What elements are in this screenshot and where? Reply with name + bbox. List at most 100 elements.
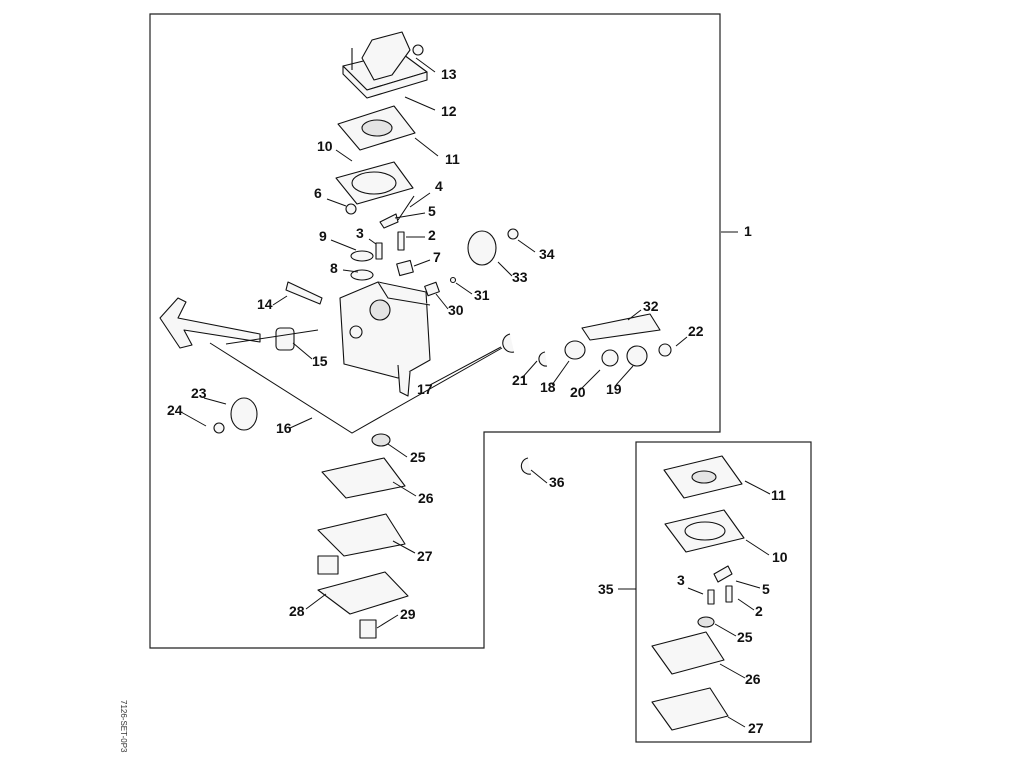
callout-6: 6: [314, 185, 322, 201]
part-ball-31: [449, 276, 457, 284]
part-screen-25: [371, 433, 391, 447]
part-needle-4: [397, 195, 415, 221]
bracket-16: [209, 342, 503, 434]
leader-line-22: [675, 336, 688, 347]
part-cover-28-tab: [317, 555, 339, 575]
part-shaft-32: [581, 313, 661, 341]
leader-line-15: [292, 342, 313, 360]
callout-k3: 3: [677, 572, 685, 588]
image-code: 7126-SET-0P3: [119, 700, 128, 753]
part-pin-2: [397, 231, 405, 251]
part-kit-gasket-27: [651, 687, 729, 731]
callout-2: 2: [428, 227, 436, 243]
callout-15: 15: [312, 353, 328, 369]
leader-line-16: [289, 417, 313, 429]
leader-line-k5: [735, 580, 761, 589]
callout-27: 27: [417, 548, 433, 564]
leader-line-33: [497, 261, 513, 277]
leader-line-8: [342, 269, 359, 273]
callout-20: 20: [570, 384, 586, 400]
repair-kit-frame: [635, 441, 812, 743]
part-body-bore: [369, 299, 391, 321]
callout-k11: 11: [771, 487, 786, 503]
leader-line-k3: [687, 587, 704, 595]
part-screw-6: [345, 203, 357, 215]
part-kit-diaphragm-26: [651, 631, 725, 675]
leader-line-36: [530, 469, 548, 484]
part-shaft-14: [285, 281, 323, 305]
leader-line-k2: [737, 598, 755, 611]
leader-lines-layer: [180, 57, 771, 728]
callout-17: 17: [417, 381, 433, 397]
part-cap-19: [626, 345, 648, 367]
leader-line-3: [368, 238, 377, 245]
part-screw-29: [359, 619, 377, 639]
callout-31: 31: [474, 287, 490, 303]
callout-35: 35: [598, 581, 614, 597]
leader-line-k11: [744, 480, 771, 495]
callout-1: 1: [744, 223, 752, 239]
part-spring-30: [424, 281, 440, 297]
callout-30: 30: [448, 302, 464, 318]
leader-line-6: [326, 198, 347, 207]
callout-8: 8: [330, 260, 338, 276]
leader-line-k10: [745, 539, 770, 556]
callout-k25: 25: [737, 629, 753, 645]
part-kit-spring-3: [707, 589, 715, 605]
part-spring-3: [375, 242, 383, 260]
leader-line-k26: [719, 663, 746, 679]
callout-9: 9: [319, 228, 327, 244]
callout-29: 29: [400, 606, 416, 622]
callout-k26: 26: [745, 671, 761, 687]
part-pump-cover-side: [342, 65, 428, 99]
bracket-16b: [225, 329, 319, 345]
callout-25: 25: [410, 449, 426, 465]
leader-line-17: [429, 346, 502, 386]
part-diaphragm-26: [321, 457, 406, 499]
part-plate-33: [467, 230, 497, 266]
leader-line-21: [521, 360, 538, 379]
part-lever-16: [159, 297, 261, 349]
part-kit-pin-2: [725, 585, 733, 603]
part-plate-23: [230, 397, 258, 431]
callout-26: 26: [418, 490, 434, 506]
callout-4: 4: [435, 178, 443, 194]
callout-11: 11: [445, 151, 460, 167]
part-gasket-10-hole: [351, 171, 397, 195]
part-kit-screen-25: [697, 616, 715, 628]
leader-line-k27: [727, 716, 746, 728]
leader-line-5: [394, 212, 426, 219]
part-lever-18: [564, 340, 586, 360]
callout-16: 16: [276, 420, 292, 436]
callout-5: 5: [428, 203, 436, 219]
part-body-fitting: [397, 364, 411, 397]
part-nut-22: [658, 343, 672, 357]
part-gasket-27: [317, 513, 406, 557]
leader-line-9: [330, 239, 357, 251]
part-gasket-9: [350, 250, 374, 262]
callout-34: 34: [539, 246, 555, 262]
leader-line-28: [305, 593, 327, 610]
parts-layer: [159, 31, 745, 731]
part-clip-36: [520, 457, 532, 475]
main-assembly-frame: [149, 13, 721, 649]
part-body-top-edge: [377, 281, 431, 306]
callout-23: 23: [191, 385, 207, 401]
callout-7: 7: [433, 249, 441, 265]
callout-36: 36: [549, 474, 565, 490]
leader-line-20: [579, 369, 601, 391]
callout-12: 12: [441, 103, 457, 119]
leader-line-25: [387, 443, 408, 458]
callout-19: 19: [606, 381, 622, 397]
callout-24: 24: [167, 402, 183, 418]
leader-line-19: [615, 365, 634, 386]
part-body-port: [349, 325, 363, 339]
callout-k10: 10: [772, 549, 788, 565]
leader-line-14: [272, 295, 288, 306]
part-valve-7: [396, 259, 414, 277]
leader-line-12: [404, 96, 436, 111]
leader-line-31: [455, 282, 473, 295]
callout-14: 14: [257, 296, 273, 312]
part-gasket-8: [350, 269, 374, 281]
